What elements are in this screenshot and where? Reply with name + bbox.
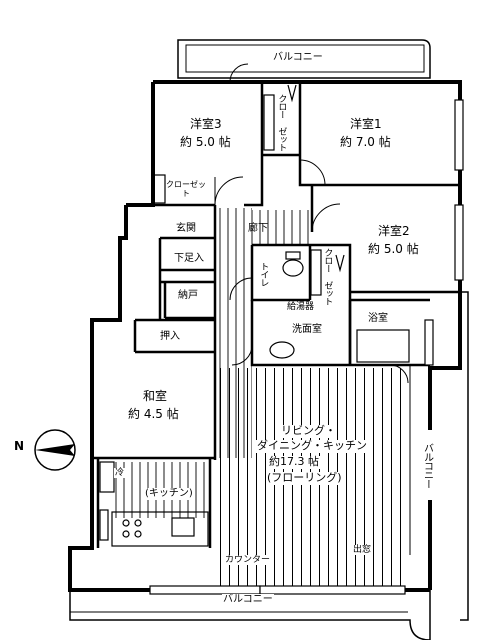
label-balcony-bottom: バルコニー bbox=[222, 594, 274, 606]
label-senmen: 洗面室 bbox=[292, 324, 322, 335]
bathtub bbox=[356, 329, 410, 363]
label-kyuutouki: 給湯器 bbox=[286, 302, 316, 313]
room-youshitsu2-size: 約 5.0 帖 bbox=[368, 242, 419, 256]
washbasin bbox=[269, 341, 295, 359]
room-ldk-line2: ダイニング・キッチン bbox=[256, 439, 368, 453]
label-balcony-top: バルコニー bbox=[272, 52, 324, 64]
stove-burner-1 bbox=[122, 519, 130, 527]
label-closet-b: クロー ゼット bbox=[276, 93, 287, 151]
fridge-space bbox=[99, 461, 115, 493]
stove-burner-4 bbox=[134, 530, 142, 538]
room-ldk-size: 約17.3 帖 bbox=[268, 455, 320, 469]
toilet-tank bbox=[285, 251, 301, 260]
room-washitsu-size: 約 4.5 帖 bbox=[128, 407, 179, 421]
balcony-top-outline bbox=[177, 39, 431, 79]
label-closet-a: クローゼット bbox=[166, 180, 206, 199]
doors bbox=[214, 63, 409, 384]
room-ldk-floor: (フローリング) bbox=[266, 471, 343, 485]
sink bbox=[171, 517, 195, 537]
room-youshitsu3-name: 洋室3 bbox=[190, 117, 222, 131]
room-youshitsu1-name: 洋室1 bbox=[350, 117, 382, 131]
fixtures bbox=[99, 251, 410, 547]
room-ldk-line1: リビング・ bbox=[280, 424, 337, 438]
balcony-right-outline bbox=[409, 291, 469, 621]
label-geta: 下足入 bbox=[174, 253, 204, 264]
label-demado: 出窓 bbox=[352, 545, 373, 556]
compass-icon bbox=[34, 429, 76, 471]
label-counter: カウンター bbox=[224, 555, 272, 566]
toilet-bowl bbox=[282, 259, 304, 277]
compass-north-label: N bbox=[14, 439, 25, 453]
stove-burner-3 bbox=[122, 530, 130, 538]
room-washitsu-name: 和室 bbox=[143, 389, 168, 403]
windows bbox=[99, 99, 464, 595]
label-rei: 冷 bbox=[114, 468, 126, 479]
label-balcony-right: バルコニー bbox=[420, 430, 434, 500]
room-youshitsu2-name: 洋室2 bbox=[378, 224, 410, 238]
label-rouka: 廊下 bbox=[248, 223, 268, 234]
label-oshiire: 押入 bbox=[160, 331, 180, 342]
interior-walls bbox=[92, 82, 460, 548]
stove-burner-2 bbox=[134, 519, 142, 527]
room-youshitsu1-size: 約 7.0 帖 bbox=[340, 135, 391, 149]
label-genkan: 玄関 bbox=[176, 223, 196, 234]
label-yokushitsu: 浴室 bbox=[368, 313, 388, 324]
label-toilet: トイレ bbox=[258, 262, 269, 286]
label-nando: 納戸 bbox=[178, 290, 198, 301]
room-kitchen-name: (キッチン) bbox=[144, 488, 194, 500]
closet-marks bbox=[152, 84, 345, 296]
label-closet-c: クロー ゼット bbox=[322, 248, 333, 305]
corridor-flooring-upper bbox=[252, 210, 310, 244]
room-youshitsu3-size: 約 5.0 帖 bbox=[180, 135, 231, 149]
counter-top bbox=[111, 511, 209, 547]
